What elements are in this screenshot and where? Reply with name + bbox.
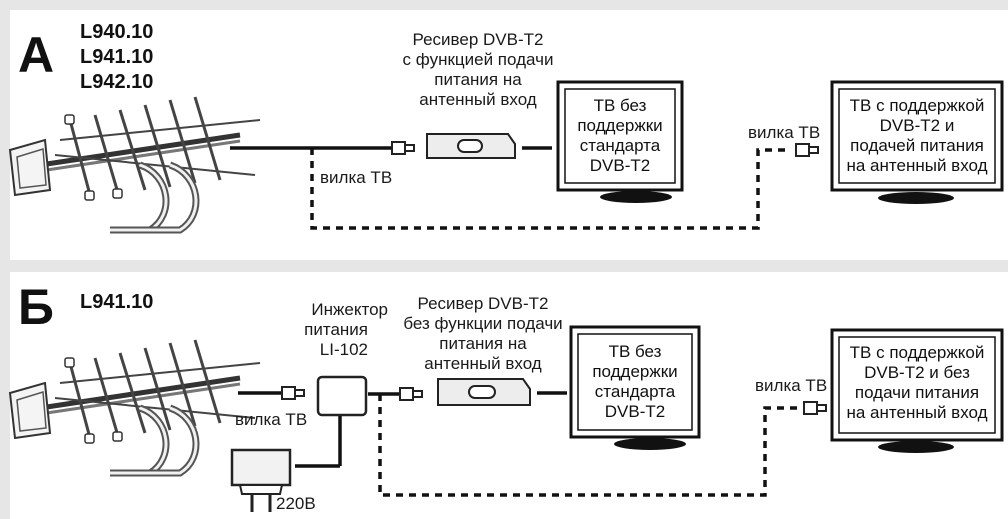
tv-label-line: DVB-T2 bbox=[604, 402, 666, 421]
model-number: L940.10 bbox=[80, 21, 154, 43]
tv-label-line: стандарта bbox=[594, 382, 676, 401]
injector-label-line: LI-102 bbox=[319, 340, 368, 359]
panel-b-letter: Б bbox=[18, 279, 54, 335]
injector-label-line: Инжектор bbox=[311, 300, 388, 319]
tv-plug-icon-b-left bbox=[281, 386, 305, 400]
tv-label-line: поддержки bbox=[577, 116, 663, 135]
receiver-label-line: антенный вход bbox=[419, 90, 537, 109]
receiver-label-line: без функции подачи bbox=[403, 314, 563, 333]
receiver-label-line: питания на bbox=[434, 70, 522, 89]
tv-icon-left-b bbox=[569, 325, 701, 450]
tv-label-line: ТВ без bbox=[593, 96, 647, 115]
tv-icon-left-a bbox=[556, 80, 684, 203]
receiver-label-line: Ресивер DVB-T2 bbox=[412, 30, 544, 49]
model-number: L941.10 bbox=[80, 46, 154, 68]
panel-a-letter: А bbox=[18, 27, 55, 83]
tv-plug-icon-b-mid bbox=[399, 387, 423, 401]
plug-label: вилка ТВ bbox=[320, 168, 393, 187]
tv-label-line: DVB-T2 bbox=[589, 156, 651, 175]
injector-icon bbox=[316, 375, 368, 417]
receiver-icon bbox=[426, 133, 516, 159]
plug-label: вилка ТВ bbox=[755, 376, 828, 395]
tv-label-line: поддержки bbox=[592, 362, 678, 381]
tv-label-line: ТВ с поддержкой bbox=[849, 96, 985, 115]
receiver-label-line: Ресивер DVB-T2 bbox=[417, 294, 549, 313]
tv-icon-right-b bbox=[830, 328, 1004, 453]
injector-label-line: питания bbox=[304, 320, 368, 339]
power-label: 220В bbox=[276, 494, 316, 513]
tv-plug-icon-b-right bbox=[803, 401, 827, 415]
tv-label-line: ТВ с поддержкой bbox=[849, 343, 985, 362]
model-number: L942.10 bbox=[80, 71, 154, 93]
tv-label-line: ТВ без bbox=[608, 342, 662, 361]
tv-label-line: на антенный вход bbox=[846, 156, 988, 175]
tv-label-line: на антенный вход bbox=[846, 403, 988, 422]
model-number: L941.10 bbox=[80, 291, 154, 313]
tv-label-line: подачи питания bbox=[854, 383, 980, 402]
plug-label: вилка ТВ bbox=[748, 123, 821, 142]
receiver-label-line: антенный вход bbox=[424, 354, 542, 373]
tv-label-line: подачей питания bbox=[850, 136, 984, 155]
tv-plug-icon-right bbox=[795, 143, 819, 157]
plug-label: вилка ТВ bbox=[235, 410, 308, 429]
tv-label-line: стандарта bbox=[579, 136, 661, 155]
tv-icon-right-a bbox=[830, 80, 1004, 204]
antenna-icon bbox=[10, 97, 260, 230]
tv-label-line: DVB-T2 и без bbox=[864, 363, 970, 382]
tv-label-line: DVB-T2 и bbox=[879, 116, 955, 135]
tv-plug-icon bbox=[391, 141, 415, 155]
receiver-label-line: питания на bbox=[439, 334, 527, 353]
power-adapter-icon bbox=[230, 416, 342, 512]
receiver-label-line: с функцией подачи bbox=[402, 50, 554, 69]
receiver-icon-b bbox=[437, 378, 531, 406]
antenna-icon-b bbox=[10, 340, 260, 473]
